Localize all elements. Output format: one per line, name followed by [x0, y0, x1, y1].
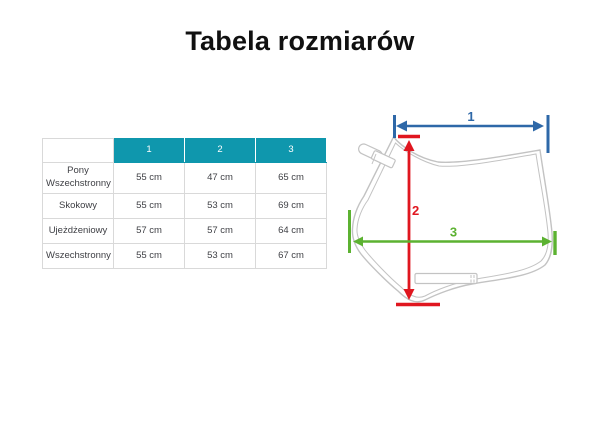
column-header-1: 1: [113, 138, 185, 163]
column-header-2: 2: [184, 138, 256, 163]
size-cell: 55 cm: [113, 193, 185, 219]
top-strap-icon: [358, 143, 396, 169]
size-cell: 53 cm: [184, 243, 256, 269]
dimension-1-arrow: [393, 115, 550, 153]
saddle-pad-diagram: 1 2 3: [330, 100, 600, 320]
size-cell: 67 cm: [255, 243, 327, 269]
dimension-1-label: 1: [467, 109, 474, 124]
page-title: Tabela rozmiarów: [185, 26, 415, 56]
table-row: Ujeżdżeniowy 57 cm 57 cm 64 cm: [42, 218, 327, 244]
size-cell: 57 cm: [184, 218, 256, 244]
row-label: Skokowy: [42, 193, 114, 219]
row-label: Ujeżdżeniowy: [42, 218, 114, 244]
table-row: Wszechstronny 55 cm 53 cm 67 cm: [42, 243, 327, 269]
row-label: Pony Wszechstronny: [42, 162, 114, 194]
table-corner-cell: [42, 138, 114, 163]
size-cell: 64 cm: [255, 218, 327, 244]
table-row: Skokowy 55 cm 53 cm 69 cm: [42, 193, 327, 219]
size-cell: 57 cm: [113, 218, 185, 244]
dimension-2-arrow: [396, 134, 440, 307]
dimension-3-label: 3: [450, 225, 457, 240]
size-cell: 47 cm: [184, 162, 256, 194]
dimension-3-arrow: [348, 210, 557, 255]
size-cell: 65 cm: [255, 162, 327, 194]
size-cell: 53 cm: [184, 193, 256, 219]
table-row: Pony Wszechstronny 55 cm 47 cm 65 cm: [42, 162, 327, 194]
size-cell: 55 cm: [113, 162, 185, 194]
dimension-2-label: 2: [412, 203, 419, 218]
size-table: 1 2 3 Pony Wszechstronny 55 cm 47 cm 65 …: [42, 138, 327, 269]
bottom-strap-icon: [414, 272, 478, 285]
size-cell: 69 cm: [255, 193, 327, 219]
column-header-3: 3: [255, 138, 327, 163]
size-cell: 55 cm: [113, 243, 185, 269]
row-label: Wszechstronny: [42, 243, 114, 269]
size-table-header: 1 2 3: [42, 138, 327, 163]
